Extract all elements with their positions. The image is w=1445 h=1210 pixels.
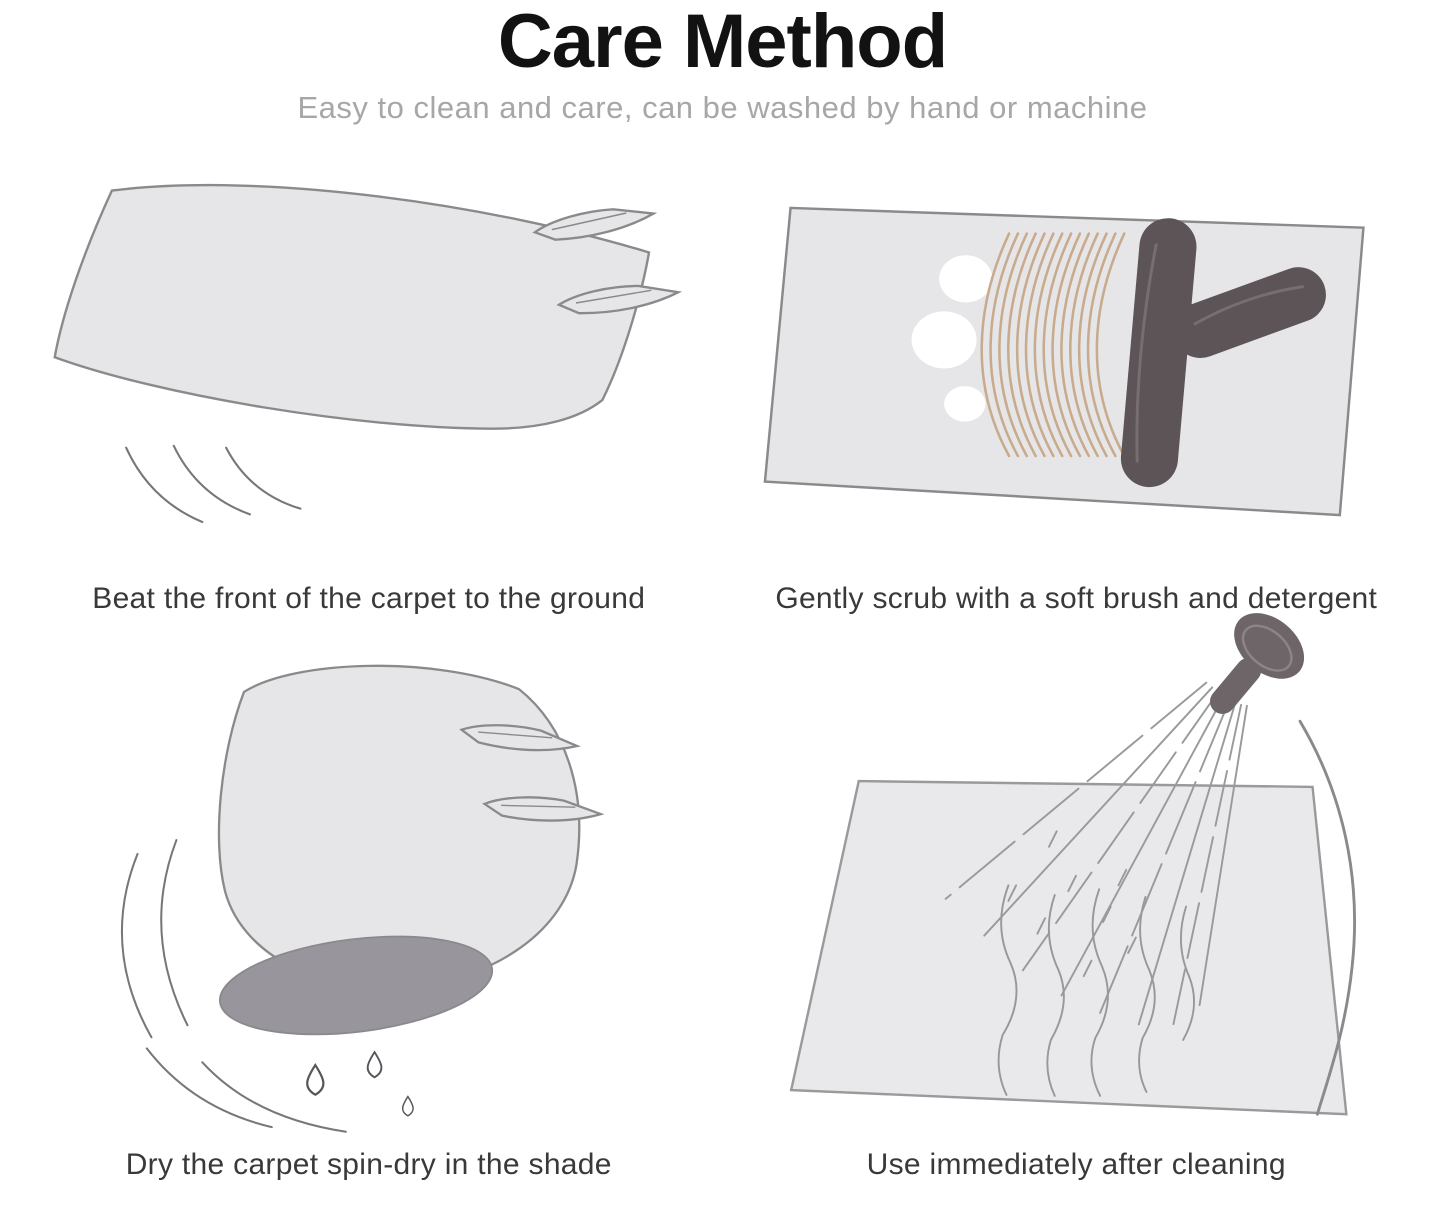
brush-body xyxy=(1121,217,1197,487)
carpet-tie xyxy=(532,208,657,241)
carpet-tie xyxy=(556,284,682,315)
brush-scrub-illustration xyxy=(736,142,1418,582)
shower-rinse-icon xyxy=(789,613,1357,1116)
shower-hose xyxy=(1298,719,1357,1116)
carpet-tie xyxy=(458,724,581,752)
rolled-carpet-sheet xyxy=(217,664,581,990)
motion-lines xyxy=(124,444,302,524)
carpet-surface xyxy=(789,779,1348,1116)
carpet-underside xyxy=(218,935,493,1036)
header: Care Method Easy to clean and care, can … xyxy=(0,0,1445,126)
page-title: Care Method xyxy=(497,0,948,84)
panel-beat-carpet: Beat the front of the carpet to the grou… xyxy=(28,142,710,620)
panel-caption: Gently scrub with a soft brush and deter… xyxy=(775,582,1378,615)
water-squiggles xyxy=(997,884,1196,1097)
panel-grid: Beat the front of the carpet to the grou… xyxy=(0,126,1445,1186)
spin-dry-icon xyxy=(120,664,605,1133)
panel-spin-dry: Dry the carpet spin-dry in the shade xyxy=(28,634,710,1186)
shower-head-icon xyxy=(1210,613,1305,714)
panel-brush-scrub: Gently scrub with a soft brush and deter… xyxy=(736,142,1418,620)
carpet-sheet xyxy=(53,183,651,430)
panel-caption: Beat the front of the carpet to the grou… xyxy=(92,582,646,615)
motion-lines xyxy=(120,839,347,1133)
carpet-surface xyxy=(763,206,1366,516)
panel-caption: Dry the carpet spin-dry in the shade xyxy=(125,1148,612,1181)
carpet-beating-illustration xyxy=(28,142,710,582)
spray-lines xyxy=(944,681,1249,1030)
panel-shower-rinse: Use immediately after cleaning xyxy=(736,613,1418,1186)
brush-handle xyxy=(1173,266,1327,358)
brush-bristles xyxy=(980,231,1126,457)
carpet-beating-icon xyxy=(53,183,682,524)
spin-dry-illustration xyxy=(28,634,710,1148)
brush-scrub-icon xyxy=(763,206,1366,516)
water-drops xyxy=(305,1050,414,1117)
panel-caption: Use immediately after cleaning xyxy=(866,1148,1286,1181)
shower-rinse-illustration xyxy=(736,588,1418,1148)
page-subtitle: Easy to clean and care, can be washed by… xyxy=(297,90,1148,125)
carpet-tie xyxy=(481,796,605,822)
foam-bubbles xyxy=(911,254,993,422)
